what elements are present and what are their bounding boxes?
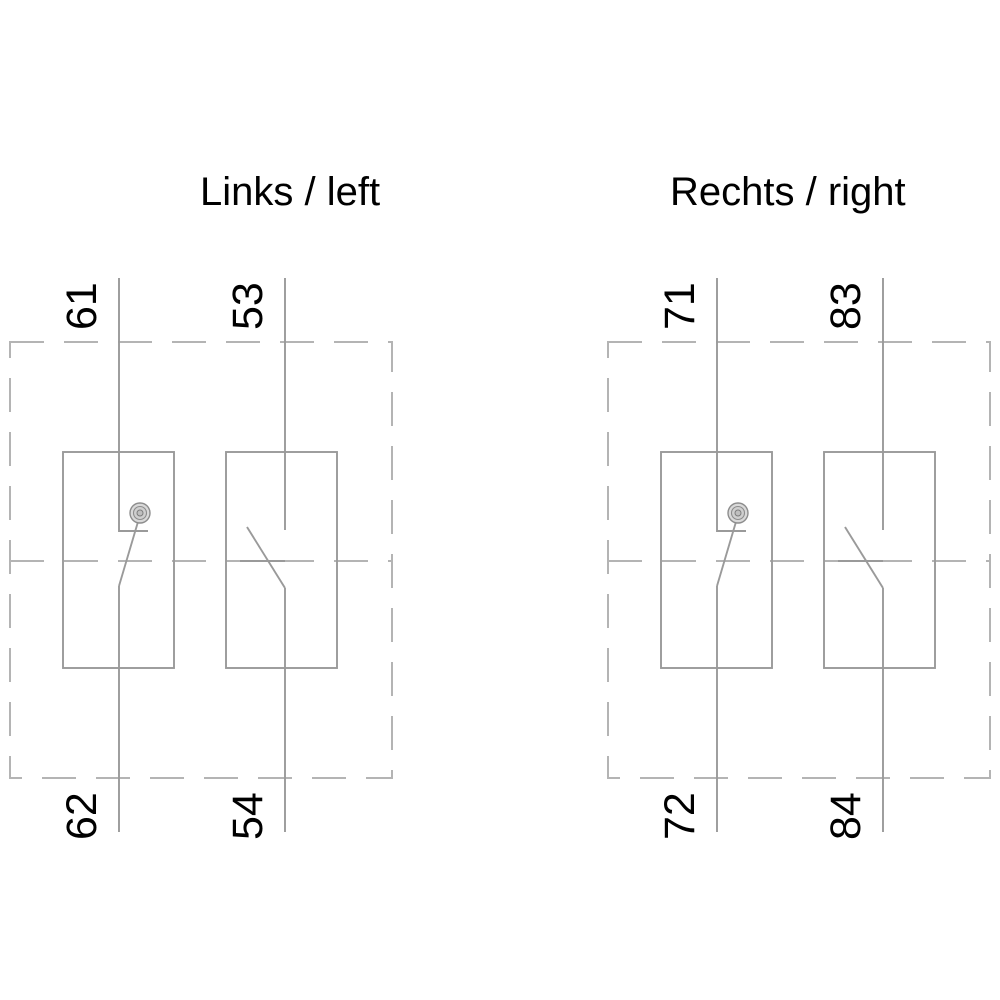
group-title-right: Rechts / right — [670, 170, 906, 214]
terminal-label-72: 72 — [656, 792, 704, 840]
contact-nc-71-72: 71 72 — [656, 278, 773, 840]
terminal-label-62: 62 — [58, 792, 106, 840]
contact-box-83-84 — [823, 451, 936, 669]
contact-no-83-84: 83 84 — [822, 278, 936, 840]
contact-nc-61-62: 61 62 — [58, 278, 175, 840]
lever-71-72 — [716, 514, 739, 587]
group-title-left: Links / left — [200, 170, 380, 214]
contact-group-left: Links / left 61 — [9, 170, 393, 840]
lever-61-62 — [118, 514, 141, 587]
contact-marker-icon — [727, 502, 749, 524]
contact-box-53-54 — [225, 451, 338, 669]
terminal-label-83: 83 — [822, 282, 870, 330]
terminal-label-61: 61 — [58, 282, 106, 330]
wire-upper-71 — [716, 278, 746, 532]
lever-83-84 — [844, 526, 884, 589]
terminal-label-71: 71 — [656, 282, 704, 330]
contact-group-right: Rechts / right 71 72 — [607, 170, 991, 840]
lever-53-54 — [246, 526, 286, 589]
terminal-label-54: 54 — [224, 792, 272, 840]
contact-no-53-54: 53 54 — [224, 278, 338, 840]
contact-marker-icon — [129, 502, 151, 524]
wire-upper-61 — [118, 278, 148, 532]
terminal-label-53: 53 — [224, 282, 272, 330]
terminal-label-84: 84 — [822, 792, 870, 840]
